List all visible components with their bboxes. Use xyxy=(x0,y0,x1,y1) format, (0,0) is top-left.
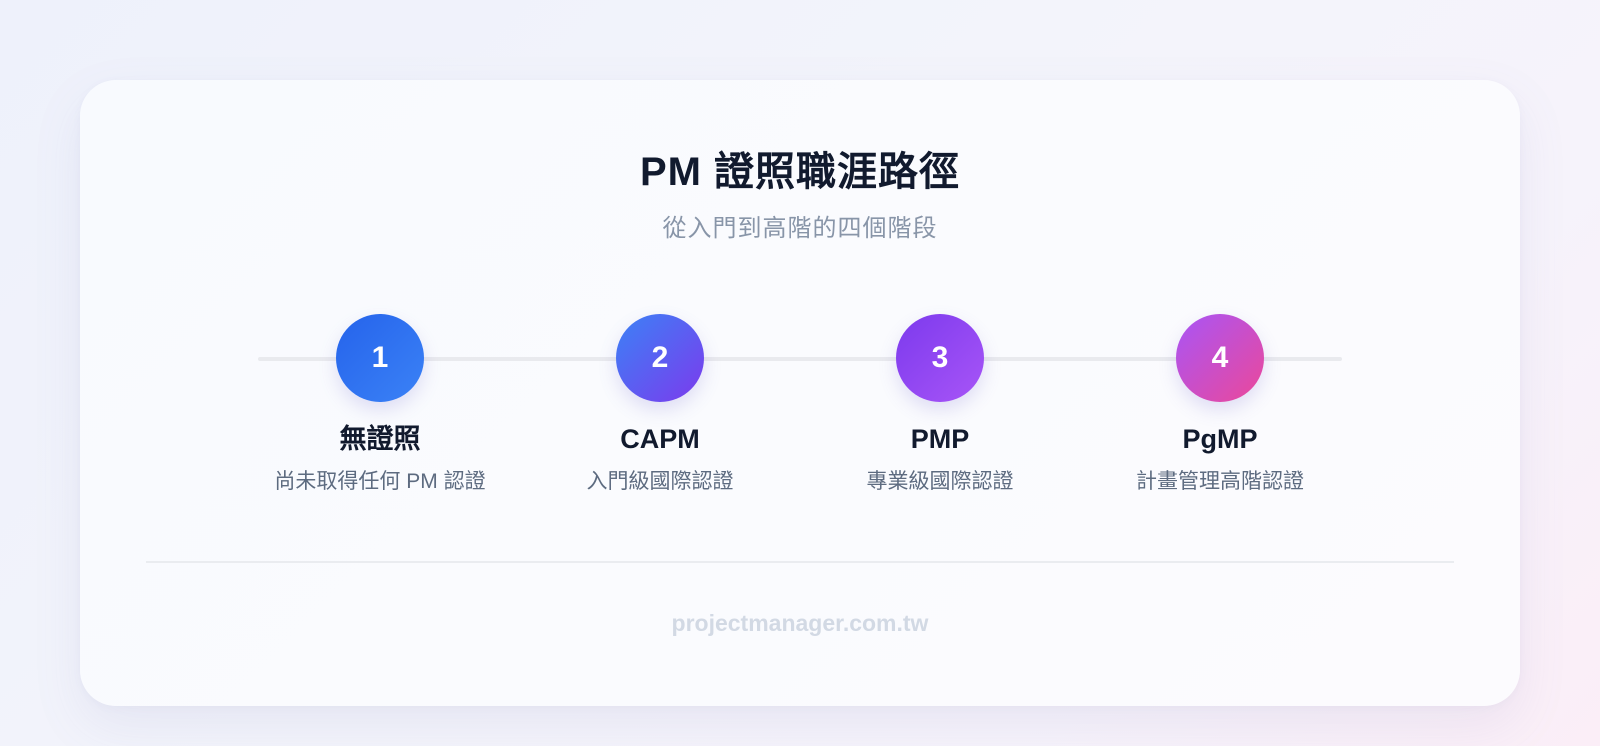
step-name: PMP xyxy=(910,424,970,454)
step-description: 計畫管理高階認證 xyxy=(1136,470,1304,493)
step-description: 尚未取得任何 PM 認證 xyxy=(274,470,486,493)
page-subtitle: 從入門到高階的四個階段 xyxy=(662,215,938,242)
step-description: 專業級國際認證 xyxy=(866,470,1014,493)
step-number-badge: 4 xyxy=(1176,314,1264,402)
step-name: CAPM xyxy=(620,424,700,454)
step-number: 2 xyxy=(651,341,669,374)
footer-divider xyxy=(146,561,1454,563)
step-description: 入門級國際認證 xyxy=(586,470,734,493)
step-number-badge: 2 xyxy=(616,314,704,402)
footer-site-url: projectmanager.com.tw xyxy=(671,610,929,636)
step-number: 1 xyxy=(371,341,389,374)
step-name: 無證照 xyxy=(339,424,421,454)
step-number: 4 xyxy=(1211,341,1229,374)
step-3: 3 PMP 專業級國際認證 xyxy=(810,314,1070,496)
step-1: 1 無證照 尚未取得任何 PM 認證 xyxy=(250,314,510,496)
career-path-card: PM 證照職涯路徑 從入門到高階的四個階段 1 無證照 尚未取得任何 PM 認證… xyxy=(80,80,1520,706)
step-number-badge: 3 xyxy=(896,314,984,402)
step-4: 4 PgMP 計畫管理高階認證 xyxy=(1090,314,1350,496)
step-number-badge: 1 xyxy=(336,314,424,402)
step-2: 2 CAPM 入門級國際認證 xyxy=(530,314,790,496)
page-title: PM 證照職涯路徑 xyxy=(639,150,961,194)
progress-track-line xyxy=(258,357,1342,361)
step-name: PgMP xyxy=(1182,424,1258,454)
step-number: 3 xyxy=(931,341,949,374)
